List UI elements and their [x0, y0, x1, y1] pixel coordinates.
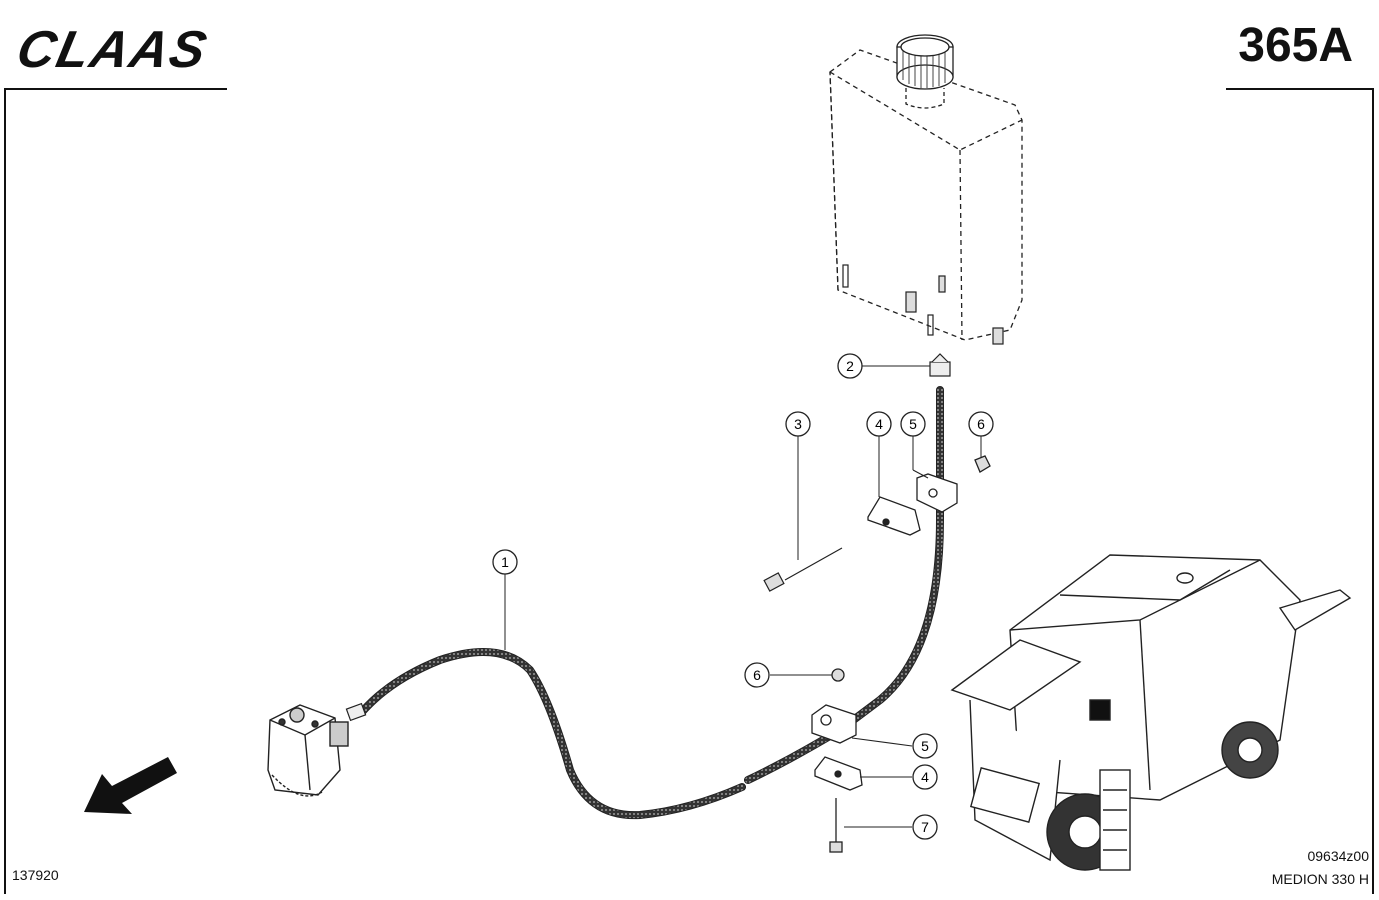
- callout-balloon-6-upper: 6: [968, 411, 994, 437]
- callout-balloon-4: 4: [866, 411, 892, 437]
- page-code: 365A: [1238, 19, 1353, 72]
- upper-clamp-assembly: [867, 455, 991, 536]
- reservoir-fittings: [842, 264, 1004, 345]
- brand-underline: [5, 88, 227, 90]
- callout-label: 5: [921, 738, 929, 754]
- sheet-number: 137920: [12, 867, 59, 883]
- model-name: MEDION 330 H: [1271, 871, 1369, 887]
- callout-balloon-4-lower: 4: [912, 764, 938, 790]
- steering-unit: [267, 704, 349, 797]
- oil-reservoir: [829, 49, 1023, 341]
- hose-end-fitting: [345, 353, 951, 722]
- callout-label: 2: [846, 358, 854, 374]
- callout-balloon-6-lower: 6: [744, 662, 770, 688]
- reservoir-cap: [896, 34, 954, 109]
- direction-arrow: [84, 757, 177, 814]
- callout-label: 6: [977, 416, 985, 432]
- combine-harvester-icon: [950, 554, 1352, 871]
- callout-label: 7: [921, 819, 929, 835]
- callout-balloon-7: 7: [912, 814, 938, 840]
- lower-clamp-assembly: [811, 668, 863, 853]
- callout-balloon-3: 3: [785, 411, 811, 437]
- callout-label: 6: [753, 667, 761, 683]
- callout-balloon-5: 5: [900, 411, 926, 437]
- callout-label: 4: [921, 769, 929, 785]
- leader-lines: [504, 365, 982, 828]
- frame-right-border: [1372, 88, 1374, 894]
- callout-balloon-5-lower: 5: [912, 733, 938, 759]
- frame-left-border: [4, 88, 6, 894]
- callout-label: 5: [909, 416, 917, 432]
- callout-balloon-2: 2: [837, 353, 863, 379]
- callout-balloon-1: 1: [492, 549, 518, 575]
- bolt: [763, 547, 843, 592]
- page-code-underline: [1226, 88, 1374, 90]
- callout-label: 1: [501, 554, 509, 570]
- drawing-number: 09634z00: [1307, 848, 1369, 864]
- callout-label: 3: [794, 416, 802, 432]
- hydraulic-hose: [358, 386, 944, 820]
- callout-label: 4: [875, 416, 883, 432]
